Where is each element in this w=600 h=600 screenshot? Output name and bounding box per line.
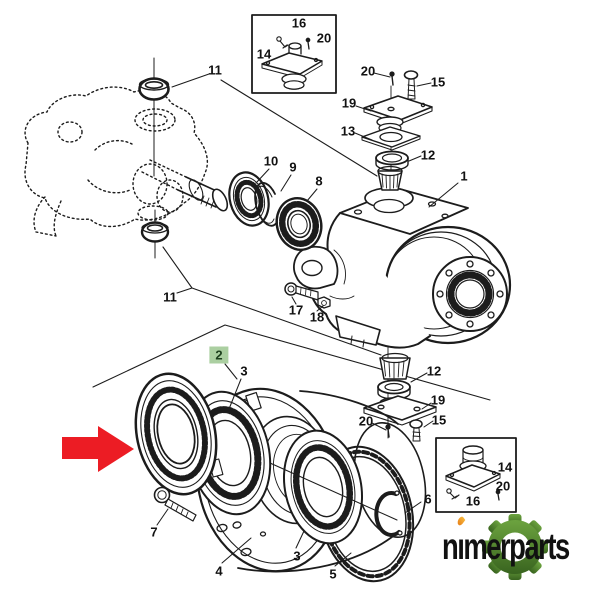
highlight-arrow <box>62 426 134 472</box>
hub-assembly <box>134 372 427 583</box>
kingpin-top-stack <box>361 70 433 171</box>
kingpin-bottom-stack <box>363 352 437 442</box>
brand-rest: merparts <box>463 526 570 567</box>
brand-pre: n <box>442 526 459 567</box>
kingpin-seal-bottom <box>140 209 170 259</box>
inset-box-bottom <box>435 437 517 513</box>
knuckle-housing <box>293 165 512 439</box>
inset-box-top <box>251 14 337 94</box>
brand-i: ı <box>456 514 466 568</box>
axle-shaft <box>177 176 229 212</box>
gear-icon <box>482 514 548 580</box>
axle-bearing-set <box>228 171 323 251</box>
leader-lines <box>156 27 502 567</box>
bolt-17-nut-18 <box>284 282 331 309</box>
kingpin-seal-top <box>138 57 170 177</box>
axle-housing-drawing <box>24 86 209 237</box>
long-leader-lines <box>162 79 382 356</box>
